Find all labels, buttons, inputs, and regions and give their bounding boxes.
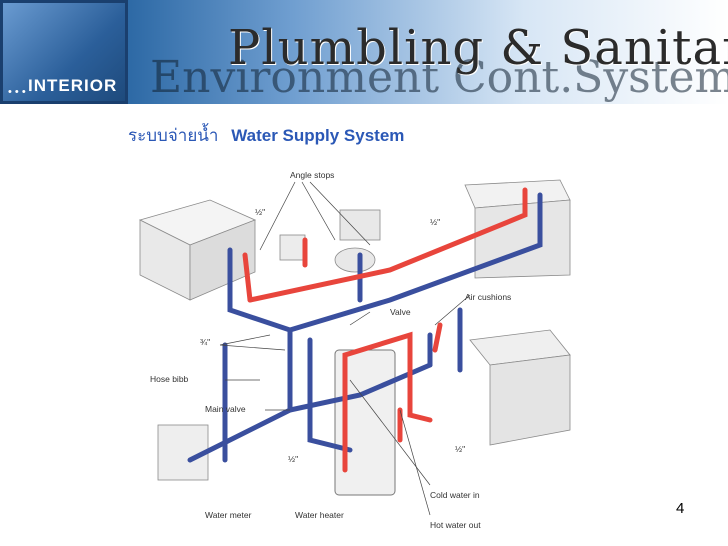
leader-lines (219, 181, 471, 516)
header-banner: Environment Cont.System Plumbling & Sani… (0, 0, 728, 104)
banner-subtitle: Environment Cont.System (150, 52, 728, 103)
hot-water-pipes (242, 187, 528, 473)
banner-title: Plumbling & Sanitary System (228, 20, 728, 76)
water-supply-diagram: Angle stops ½" ½" ¾" Air cushions Valve … (138, 170, 571, 530)
label-hose-bibb: Hose bibb (150, 374, 189, 384)
label-hot-water-out: Hot water out (430, 520, 481, 530)
logo-artwork (3, 3, 125, 101)
label-air-cushions: Air cushions (465, 292, 511, 302)
label-water-heater: Water heater (295, 510, 344, 520)
page-number: 4 (676, 500, 685, 517)
heading-english: Water Supply System (231, 126, 405, 145)
logo-text: INTERIOR (28, 76, 118, 95)
interior-logo: • • • INTERIOR (0, 0, 128, 104)
logo-dots-icon: • • • (8, 86, 26, 98)
label-half-1: ½" (255, 207, 265, 217)
label-cold-water-in: Cold water in (430, 490, 480, 500)
label-half-3: ½" (288, 454, 298, 464)
label-main-valve: Main valve (205, 404, 246, 414)
slide-heading: ระบบจ่ายน้ำ Water Supply System (128, 122, 404, 149)
label-half-4: ½" (455, 444, 465, 454)
label-water-meter: Water meter (205, 510, 252, 520)
label-valve: Valve (390, 307, 411, 317)
heading-thai: ระบบจ่ายน้ำ (128, 126, 219, 145)
label-three-quarter: ¾" (200, 337, 210, 347)
label-half-2: ½" (430, 217, 440, 227)
label-angle-stops: Angle stops (290, 170, 334, 180)
cold-water-pipes (187, 192, 543, 463)
